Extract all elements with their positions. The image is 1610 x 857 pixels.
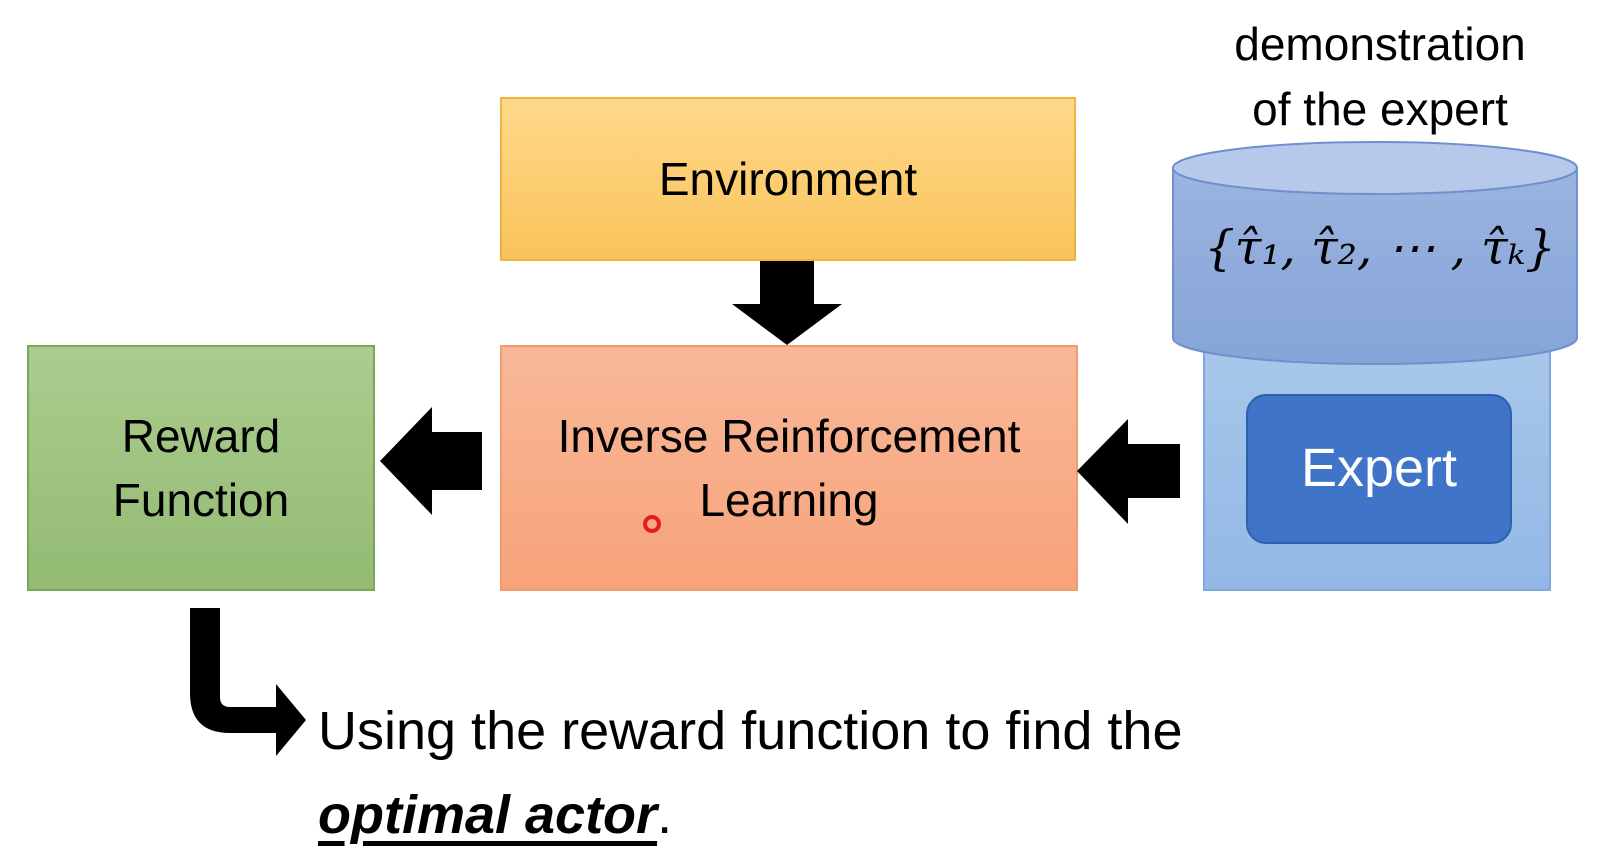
demonstration-cylinder <box>1172 167 1578 365</box>
reward-label-line2: Function <box>112 474 290 526</box>
caption: Using the reward function to find the op… <box>318 690 1183 857</box>
caption-emphasis: optimal actor <box>318 784 658 845</box>
reward-label-line1: Reward <box>121 409 281 462</box>
demonstration-set: {τ̂₁, τ̂₂, ⋯ , τ̂ₖ} <box>1204 220 1556 276</box>
irl-box: Inverse Reinforcement Learning <box>500 345 1078 591</box>
environment-box: Environment <box>500 97 1076 261</box>
caption-line2: optimal actor. <box>318 774 1183 857</box>
arrow-bent-reward-to-caption <box>190 608 306 756</box>
reward-function-box: Reward Function <box>27 345 375 591</box>
arrow-down-environment-to-irl <box>732 261 842 345</box>
caption-period: . <box>657 784 673 845</box>
arrow-left-expert-to-irl <box>1077 419 1180 524</box>
caption-line1: Using the reward function to find the <box>318 701 1183 761</box>
demonstration-label: demonstration of the expert <box>1170 12 1590 143</box>
environment-label: Environment <box>658 152 918 205</box>
expert-box: Expert <box>1246 394 1512 544</box>
irl-label-line1: Inverse Reinforcement <box>557 409 1021 462</box>
demonstration-cylinder-top <box>1172 141 1578 195</box>
demonstration-label-line2: of the expert <box>1252 83 1508 136</box>
pointer-dot <box>643 515 661 533</box>
irl-label-line2: Learning <box>699 474 879 526</box>
arrow-left-irl-to-reward <box>380 407 482 515</box>
expert-label: Expert <box>1300 438 1458 499</box>
demonstration-label-line1: demonstration <box>1234 18 1526 70</box>
